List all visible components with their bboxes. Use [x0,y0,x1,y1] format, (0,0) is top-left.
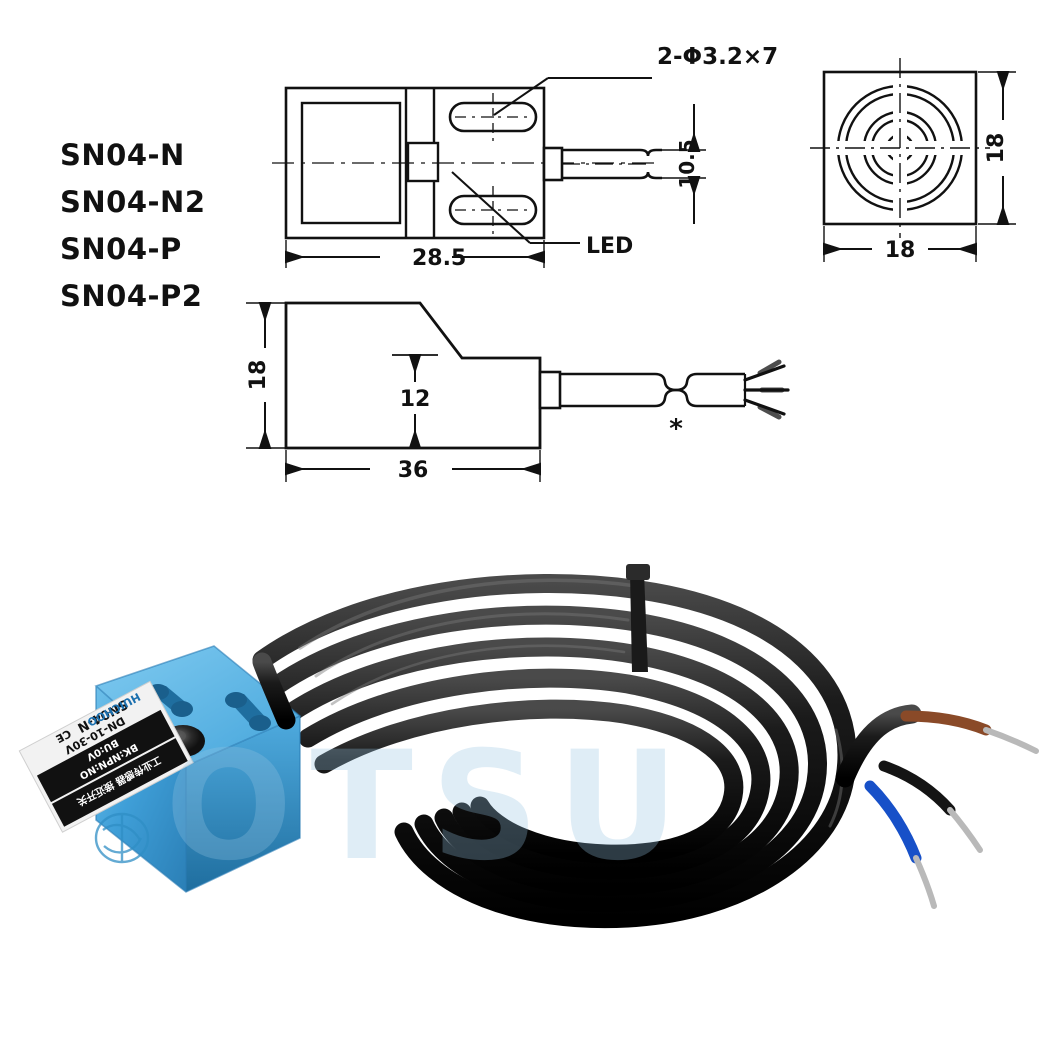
dim-front-width-text: 18 [885,238,916,263]
dim-28-5 [285,240,545,268]
technical-drawing: SN04-N SN04-N2 SN04-P SN04-P2 [0,0,1056,520]
front-view [810,58,990,238]
cable-note-asterisk: * [669,414,683,444]
model-name-0: SN04-N [60,138,185,172]
model-name-2: SN04-P [60,232,182,266]
hole-callout-leader [493,77,652,116]
dim-10-5 [662,104,706,224]
top-view-cable [542,146,662,182]
dim-side-step-text: 12 [400,387,431,412]
dim-side-step-12 [392,354,438,449]
dim-front-width-18 [823,226,977,262]
cable-exit [252,652,296,730]
led-leader [451,171,580,244]
cable-coil [252,573,857,929]
photo-svg: 工业传感器 接近开关 BK:NPN:NO BU:0V DN-10-30V SN0… [18,564,1039,929]
dim-side-length-36 [285,450,541,482]
dim-side-length-text: 36 [398,458,429,483]
side-view-cable [560,359,790,420]
label-certification: CE [54,727,74,746]
top-view-mounting-slot-upper [448,93,538,141]
sensor-body: 工业传感器 接近开关 BK:NPN:NO BU:0V DN-10-30V SN0… [18,645,302,893]
dim-side-height-text: 18 [246,360,271,391]
cable-highlights [298,578,844,828]
dim-28-5-text: 28.5 [412,246,466,271]
hole-callout-text: 2-Φ3.2×7 [657,44,778,70]
cable-tie [626,564,650,672]
dim-side-height-18 [246,302,286,449]
wire-ends [864,710,1039,909]
model-name-1: SN04-N2 [60,185,206,219]
model-name-list: SN04-N SN04-N2 SN04-P SN04-P2 [60,132,206,320]
dim-10-5-text: 10.5 [675,139,699,188]
led-label-text: LED [586,234,633,259]
dim-front-height-text: 18 [984,133,1009,164]
product-photo: OTSU [0,520,1056,1056]
side-view-outline [284,301,562,450]
model-name-3: SN04-P2 [60,279,203,313]
embossed-logo [94,812,150,864]
dim-front-height-18 [978,71,1016,225]
mounting-slot-2 [225,692,271,731]
product-label: 工业传感器 接近开关 BK:NPN:NO BU:0V DN-10-30V SN0… [18,680,194,833]
drawing-svg: 2-Φ3.2×7 LED 28.5 10.5 18 18 18 12 36 * [246,44,1016,483]
